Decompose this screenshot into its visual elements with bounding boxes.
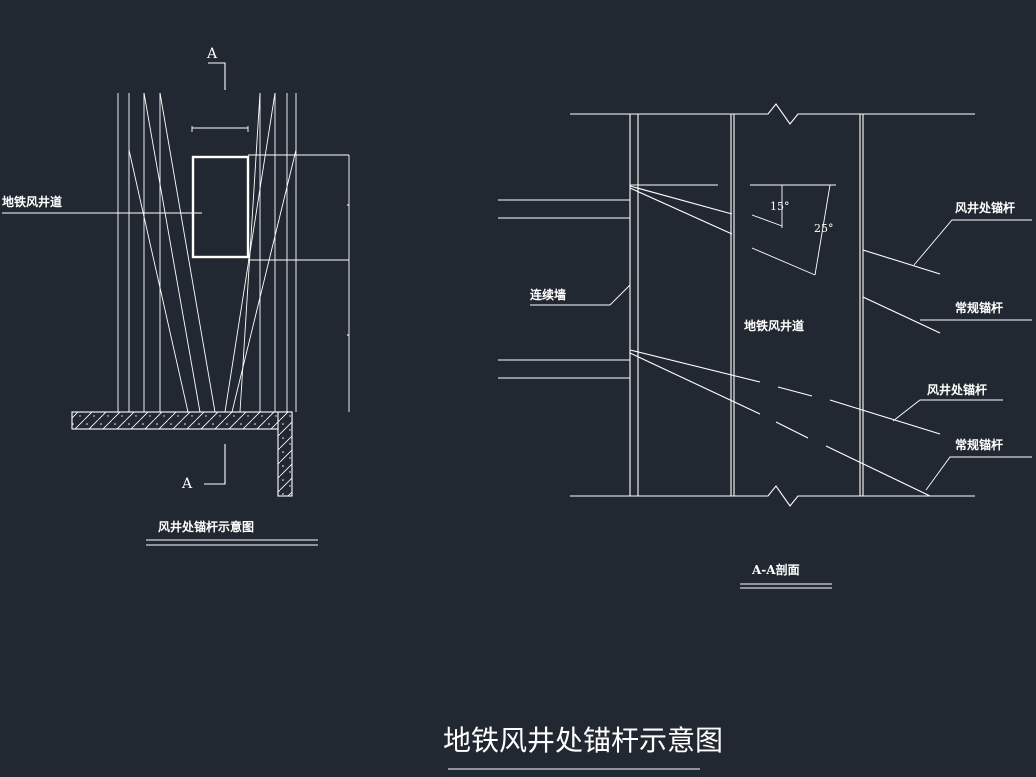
plan-label-shaft: 地铁风井道 (2, 194, 202, 214)
section-caption-text: A-A剖面 (751, 562, 800, 577)
main-title: 地铁风井处锚杆示意图 (443, 724, 723, 757)
section-mark-bottom-label: A (181, 476, 193, 492)
angle-15-label: 15° (770, 200, 790, 213)
label-anchor-shaft-2: 风井处锚杆 (892, 382, 1003, 422)
plan-caption: 风井处锚杆示意图 (146, 519, 318, 546)
plan-diagonal-anchors (128, 92, 297, 413)
angle-25-label: 25° (814, 222, 834, 235)
lower-anchors (629, 349, 941, 497)
label-anchor-regular-1: 常规锚杆 (920, 300, 1032, 321)
section-top-line (570, 103, 975, 125)
section-cut-mark-bottom: A (181, 444, 226, 492)
section-shaft-label: 地铁风井道 (744, 318, 804, 333)
label-anchor-shaft-1: 风井处锚杆 (913, 200, 1032, 266)
section-cut-mark-top: A (206, 46, 226, 90)
shaft-walls (730, 114, 864, 496)
section-slabs (498, 184, 718, 379)
plan-vertical-lines (117, 93, 297, 412)
section-bottom-line (570, 485, 975, 507)
section-caption: A-A剖面 (740, 562, 832, 589)
plan-foundation-slab (71, 411, 293, 497)
main-title-block: 地铁风井处锚杆示意图 (443, 724, 723, 770)
plan-caption-text: 风井处锚杆示意图 (158, 519, 254, 534)
section-mark-top-label: A (206, 46, 218, 62)
label-diaphragm-wall: 连续墙 (530, 284, 631, 306)
upper-anchors (629, 185, 941, 334)
label-anchor-regular-2: 常规锚杆 (925, 437, 1032, 491)
wall-label: 连续墙 (530, 287, 566, 302)
diaphragm-wall (629, 114, 639, 496)
plan-shaft-label: 地铁风井道 (2, 194, 62, 209)
angle-dimensions: 15° 25° (750, 184, 836, 276)
anchor-shaft-label-1: 风井处锚杆 (955, 200, 1015, 215)
anchor-shaft-label-2: 风井处锚杆 (927, 382, 987, 397)
plan-shaft-opening (191, 126, 350, 412)
plan-view: A A 地铁风井道 风井处锚杆示意图 (2, 46, 350, 546)
section-view: 15° 25° 连续墙 地铁风井道 风井处锚杆 常规锚杆 风井处锚杆 常规锚杆 … (498, 103, 1032, 589)
anchor-regular-label-1: 常规锚杆 (955, 300, 1003, 315)
anchor-regular-label-2: 常规锚杆 (955, 437, 1003, 452)
